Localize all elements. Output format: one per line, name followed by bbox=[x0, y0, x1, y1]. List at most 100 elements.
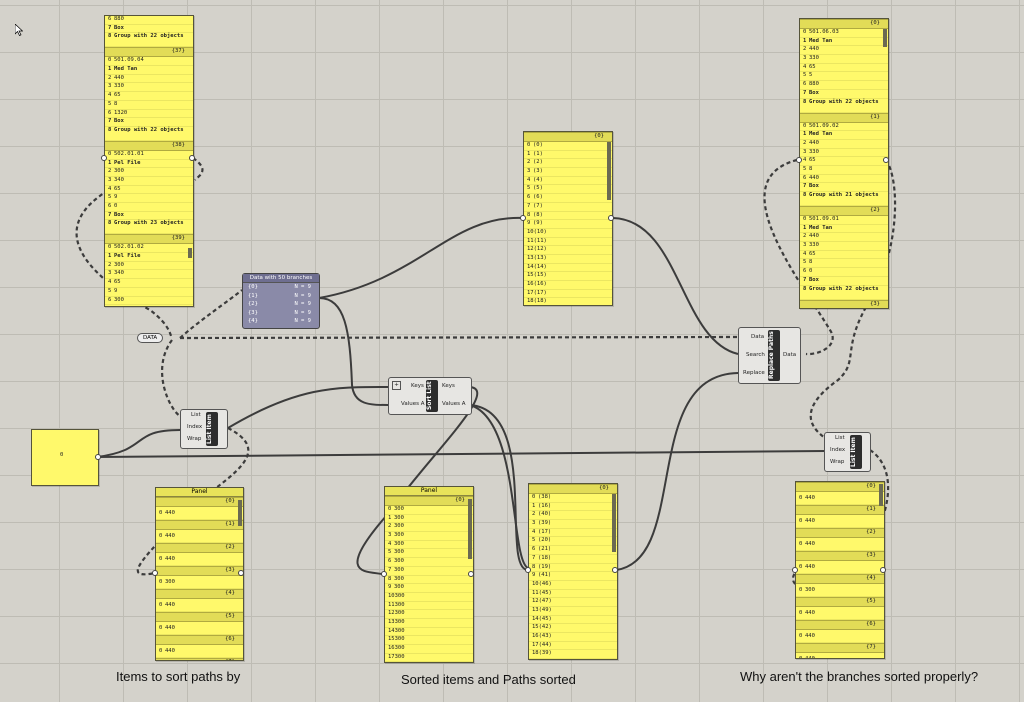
input-grip[interactable] bbox=[796, 157, 802, 163]
input-wrap[interactable]: Wrap bbox=[830, 459, 845, 465]
row-value: (0) bbox=[533, 142, 543, 148]
row-value: 330 bbox=[809, 148, 819, 155]
row-index: 7 bbox=[803, 276, 807, 283]
output-data[interactable]: Data bbox=[783, 352, 797, 358]
row-value: (10) bbox=[533, 228, 547, 235]
output-grip[interactable] bbox=[608, 215, 614, 221]
input-grip[interactable] bbox=[525, 567, 531, 573]
output-grip[interactable] bbox=[883, 157, 889, 163]
data-tag[interactable]: DATA bbox=[137, 333, 164, 343]
panel-row: 18(39) bbox=[529, 650, 617, 659]
output-keys[interactable]: Keys bbox=[442, 383, 455, 389]
panel-scrollbar[interactable] bbox=[607, 142, 611, 200]
input-wrap[interactable]: Wrap bbox=[187, 436, 202, 442]
branch-path: {37} bbox=[171, 48, 185, 55]
input-index[interactable]: Index bbox=[830, 447, 846, 453]
input-grip[interactable] bbox=[520, 215, 526, 221]
row-index: 0 bbox=[527, 142, 531, 148]
input-list[interactable]: List bbox=[835, 435, 845, 441]
branch-path: {1} bbox=[866, 506, 876, 512]
input-list[interactable]: List bbox=[191, 412, 201, 418]
panel-sorted-paths[interactable]: {0}0(38)1(16)2(40)3(39)4(17)5(20)6(21)7(… bbox=[528, 483, 618, 660]
input-grip[interactable] bbox=[792, 567, 798, 573]
output-grip[interactable] bbox=[880, 567, 886, 573]
row-value: 300 bbox=[394, 645, 405, 651]
row-index: 5 bbox=[527, 185, 531, 192]
row-value: (49) bbox=[538, 606, 552, 613]
param-data-50-branches[interactable]: Data with 50 branches {0}N = 9{1}N = 9{2… bbox=[242, 273, 320, 329]
input-replace[interactable]: Replace bbox=[743, 370, 765, 376]
replace-paths-component[interactable]: Data Search Replace Replace Paths Data bbox=[738, 327, 801, 384]
input-grip[interactable] bbox=[101, 155, 107, 161]
panel-index-value[interactable]: 0 bbox=[31, 429, 99, 486]
panel-path-indices[interactable]: {0}0(0)1(1)2(2)3(3)4(4)5(5)6(6)7(7)8(8)9… bbox=[523, 131, 613, 306]
row-value: (9) bbox=[533, 220, 543, 227]
panel-scrollbar[interactable] bbox=[879, 484, 883, 506]
row-value: 300 bbox=[114, 168, 124, 175]
input-values-a[interactable]: Values A bbox=[401, 401, 425, 407]
list-item-right[interactable]: List Index Wrap List Item bbox=[824, 432, 871, 472]
add-input-icon[interactable]: + bbox=[392, 381, 401, 390]
output-grip[interactable] bbox=[238, 570, 244, 576]
input-grip[interactable] bbox=[381, 571, 387, 577]
panel-row: 5(20) bbox=[529, 537, 617, 547]
panel-scrollbar[interactable] bbox=[188, 248, 192, 258]
branch-path: {0} bbox=[455, 497, 465, 503]
output-grip[interactable] bbox=[95, 454, 101, 460]
panel-row: 11300 bbox=[385, 602, 473, 611]
list-item-label: List Item bbox=[850, 435, 862, 469]
sort-list-component[interactable]: + Keys Values A Sort List Keys Values A bbox=[388, 377, 472, 415]
row-value: (8) bbox=[533, 211, 543, 218]
row-value: 330 bbox=[114, 83, 124, 90]
branch-path: {39} bbox=[171, 235, 185, 242]
row-value: 9 bbox=[114, 287, 118, 294]
panel-scrollbar[interactable] bbox=[612, 494, 616, 552]
row-value: (21) bbox=[538, 546, 552, 553]
panel-title: Panel bbox=[156, 488, 243, 497]
output-values-a[interactable]: Values A bbox=[442, 401, 466, 407]
branch-path-header: {7} bbox=[156, 658, 243, 660]
input-grip[interactable] bbox=[152, 570, 158, 576]
output-grip[interactable] bbox=[189, 155, 195, 161]
input-keys[interactable]: Keys bbox=[411, 383, 424, 389]
row-value: (39) bbox=[538, 520, 552, 527]
panel-scrollbar[interactable] bbox=[468, 499, 472, 559]
row-index: 5 bbox=[803, 72, 807, 79]
row-value: (41) bbox=[538, 572, 552, 579]
panel-scrollbar[interactable] bbox=[883, 29, 887, 47]
panel-row: 11(11) bbox=[524, 238, 612, 247]
panel-scrollbar[interactable] bbox=[238, 500, 242, 526]
row-index: 6 bbox=[527, 194, 531, 201]
row-value: 340 bbox=[114, 270, 124, 277]
output-grip[interactable] bbox=[612, 567, 618, 573]
row-index: 2 bbox=[532, 511, 536, 518]
input-data[interactable]: Data bbox=[751, 334, 765, 340]
list-item-left[interactable]: List Index Wrap List Item bbox=[180, 409, 228, 449]
input-search[interactable]: Search bbox=[746, 352, 765, 358]
panel-row: 10300 bbox=[385, 593, 473, 602]
output-grip[interactable] bbox=[468, 571, 474, 577]
row-index: 8 bbox=[803, 98, 807, 105]
row-index: 6 bbox=[108, 109, 112, 116]
panel-row: 10(10) bbox=[524, 229, 612, 238]
row-index: 16 bbox=[532, 633, 539, 639]
input-index[interactable]: Index bbox=[187, 424, 203, 430]
branch-path-header: {0} bbox=[524, 132, 612, 142]
row-index: 4 bbox=[803, 157, 807, 164]
